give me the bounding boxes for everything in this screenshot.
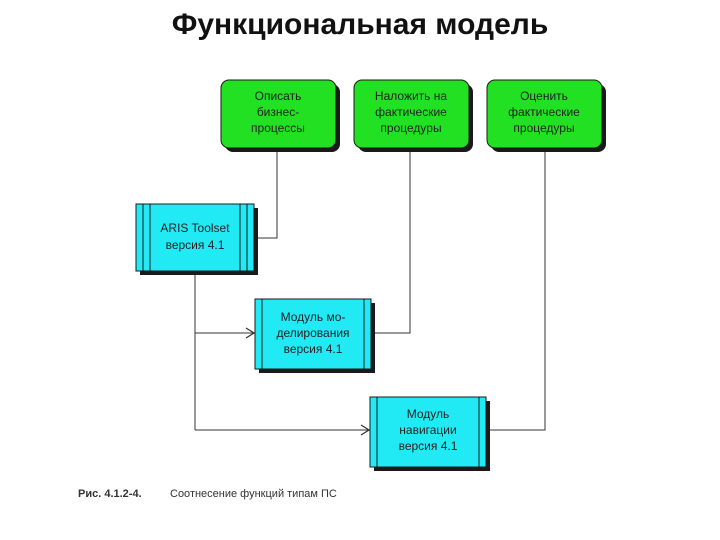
box-label-line: Модуль	[407, 407, 450, 421]
box-label-line: процедуры	[380, 121, 441, 135]
figure-caption: Рис. 4.1.2-4. Соотнесение функций типам …	[78, 488, 337, 500]
box-label-line: процессы	[251, 121, 305, 135]
box-label-line: Оценить	[520, 89, 568, 103]
box-label-line: ARIS Toolset	[160, 221, 230, 235]
arrowhead-navigation	[360, 424, 371, 436]
caption-text: Соотнесение функций типам ПС	[170, 488, 337, 500]
connector-evaluate-to-navigation	[486, 150, 546, 431]
box-label-line: Модуль мо-	[281, 310, 346, 324]
cyan-box-aris: ARIS Toolset версия 4.1	[135, 203, 258, 275]
box-label-line: версия 4.1	[284, 342, 343, 356]
box-label-line: версия 4.1	[399, 439, 458, 453]
box-label-line: версия 4.1	[166, 238, 225, 252]
arrowhead-modeling	[245, 327, 256, 339]
cyan-box-modeling: Модуль мо- делирования версия 4.1	[254, 298, 375, 373]
box-label-line: делирования	[276, 326, 349, 340]
arrowheads	[245, 327, 371, 436]
connector-overlay-to-modeling	[371, 150, 411, 334]
green-box-overlay: Наложить на фактические процедуры	[353, 79, 473, 152]
box-label-line: процедуры	[513, 121, 574, 135]
connector-lines	[194, 150, 546, 431]
green-box-evaluate: Оценить фактические процедуры	[486, 79, 606, 152]
box-label-line: Наложить на	[375, 89, 447, 103]
page-title: Функциональная модель	[171, 8, 549, 41]
box-label-line: фактические	[508, 105, 580, 119]
connector-describe-to-aris	[255, 150, 278, 239]
caption-number: Рис. 4.1.2-4.	[78, 488, 142, 500]
box-label-line: бизнес-	[257, 105, 299, 119]
box-label-line: Описать	[255, 89, 302, 103]
box-label-line: фактические	[375, 105, 447, 119]
box-label-line: навигации	[399, 423, 456, 437]
cyan-box-navigation: Модуль навигации версия 4.1	[369, 396, 490, 471]
green-box-describe: Описать бизнес- процессы	[220, 79, 340, 152]
